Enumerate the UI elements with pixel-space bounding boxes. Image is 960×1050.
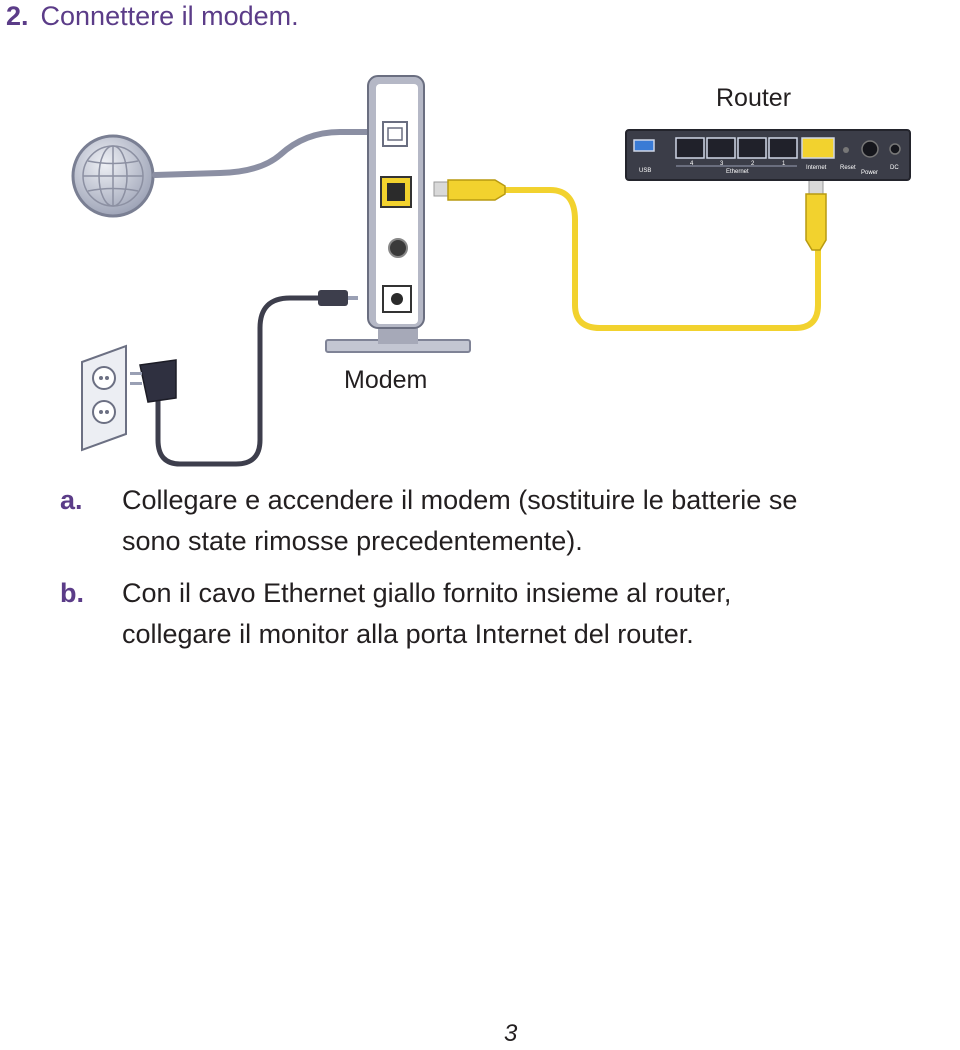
modem-device: [325, 75, 471, 353]
step-b-text: Con il cavo Ethernet giallo fornito insi…: [122, 573, 731, 655]
step-b-letter: b.: [60, 578, 84, 608]
section-title: Connettere il modem.: [40, 1, 299, 31]
step-a-letter: a.: [60, 485, 83, 515]
wall-socket-icon: [81, 344, 177, 452]
yellow-ethernet-cable: [433, 179, 827, 331]
modem-label: Modem: [344, 366, 428, 394]
lan2-port-label: 2: [751, 161, 755, 167]
section-heading: 2. Connettere il modem.: [6, 0, 299, 32]
router-label: Router: [716, 84, 792, 112]
step-b-line-2: collegare il monitor alla porta Internet…: [122, 619, 694, 649]
lan4-port-label: 4: [690, 161, 694, 167]
step-a-line-2: sono state rimosse precedentemente).: [122, 526, 583, 556]
globe-icon: [71, 134, 155, 218]
step-b-line-1: Con il cavo Ethernet giallo fornito insi…: [122, 578, 732, 608]
lan3-port-label: 3: [720, 161, 724, 167]
reset-button-label: Reset: [840, 165, 856, 171]
power-cable: [155, 290, 358, 467]
internet-port-label: Internet: [806, 165, 827, 171]
router-device: USB 4 3 2 1 Ethernet Internet Reset Powe…: [625, 129, 911, 181]
lan1-port-label: 1: [782, 161, 786, 167]
page-number: 3: [504, 1020, 518, 1047]
dsl-cable: [152, 129, 386, 178]
step-a-text: Collegare e accendere il modem (sostitui…: [122, 480, 797, 562]
power-button-label: Power: [861, 170, 878, 176]
ethernet-ports-label: Ethernet: [726, 169, 749, 175]
section-number: 2.: [6, 1, 29, 31]
dc-port-label: DC: [890, 165, 899, 171]
connection-diagram-svg: USB 4 3 2 1 Ethernet Internet Reset Powe…: [71, 75, 911, 467]
step-a-line-1: Collegare e accendere il modem (sostitui…: [122, 485, 798, 515]
usb-port-label: USB: [639, 168, 651, 174]
connection-diagram: USB 4 3 2 1 Ethernet Internet Reset Powe…: [0, 60, 960, 480]
